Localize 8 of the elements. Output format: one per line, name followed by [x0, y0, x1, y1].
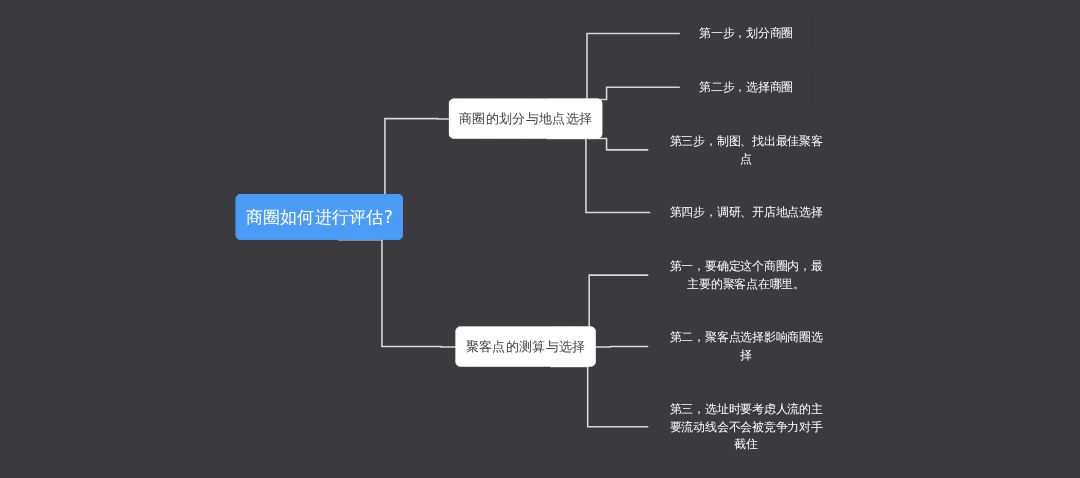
- node-text: 第一步，划分商圈: [699, 26, 794, 41]
- node-text: 第二，聚客点选择影响商圈选择: [669, 330, 823, 363]
- node-text: 第一，要确定这个商圈内，最主要的聚客点在哪里。: [669, 259, 823, 291]
- connector: [594, 345, 650, 348]
- node-text: 第三步，制图、找出最佳聚客点: [669, 133, 823, 166]
- node-text: 第二步，选择商圈: [699, 80, 794, 95]
- node-text: 第三，选址时要考虑人流的主要流动线会不会被竞争力对手截住: [669, 401, 823, 452]
- node-text: 第四步，调研、开店地点选择: [669, 205, 823, 220]
